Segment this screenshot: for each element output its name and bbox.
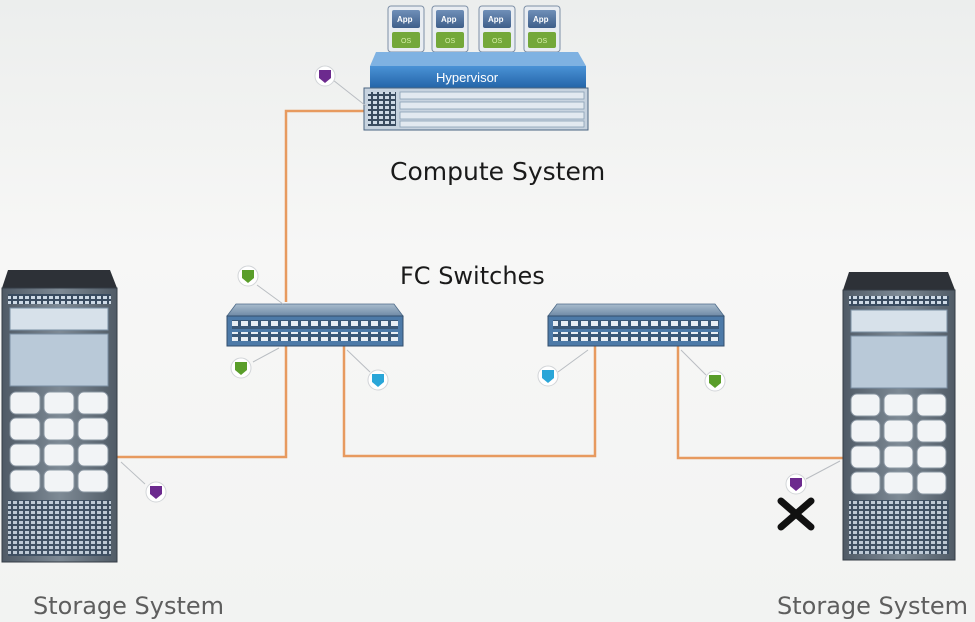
vm-stack: App OS App OS App OS App — [387, 5, 561, 53]
fc-switch-left — [226, 303, 404, 347]
storage-rack-icon — [842, 272, 956, 561]
app-label: App — [533, 15, 549, 24]
vm-3: App OS — [478, 5, 516, 53]
storage-system-left-label: Storage System — [33, 592, 225, 620]
app-label: App — [397, 15, 413, 24]
hypervisor-label: Hypervisor — [436, 70, 499, 85]
port-indicator-icon — [367, 369, 389, 391]
failure-x-icon — [777, 497, 815, 531]
vm-4: App OS — [523, 5, 561, 53]
vm-1: App OS — [387, 5, 425, 53]
compute-system-label: Compute System — [390, 157, 606, 186]
storage-system-left — [1, 270, 118, 563]
os-label: OS — [537, 38, 547, 45]
link-switch-right-to-storage-right — [676, 346, 843, 460]
port-indicator-icon — [537, 365, 559, 387]
storage-rack-icon — [1, 270, 118, 563]
app-label: App — [488, 15, 504, 24]
port-indicator-icon — [785, 473, 807, 495]
links — [117, 109, 843, 460]
os-label: OS — [492, 38, 502, 45]
hypervisor-layer: Hypervisor — [370, 52, 586, 88]
fc-switch-icon — [226, 303, 404, 347]
server-icon — [363, 87, 589, 131]
port-indicators — [120, 79, 841, 485]
fc-switch-icon — [547, 303, 725, 347]
fc-switch-right — [547, 303, 725, 347]
link-storage-left-to-switch-left — [117, 346, 288, 459]
port-indicator-icon — [230, 357, 252, 379]
fc-switches-label: FC Switches — [400, 262, 545, 290]
link-switch-left-to-switch-right — [342, 346, 597, 458]
os-label: OS — [401, 38, 411, 45]
port-indicator-icon — [237, 265, 259, 287]
link-compute-to-switch-left — [284, 109, 364, 302]
storage-system-right — [842, 272, 956, 561]
compute-system: App OS App OS App OS App — [363, 5, 589, 131]
port-indicator-icon — [145, 481, 167, 503]
vm-2: App OS — [431, 5, 469, 53]
app-label: App — [441, 15, 457, 24]
port-indicator-icon — [704, 370, 726, 392]
port-indicator-icon — [314, 65, 336, 87]
os-label: OS — [445, 38, 455, 45]
storage-system-right-label: Storage System — [777, 592, 969, 620]
